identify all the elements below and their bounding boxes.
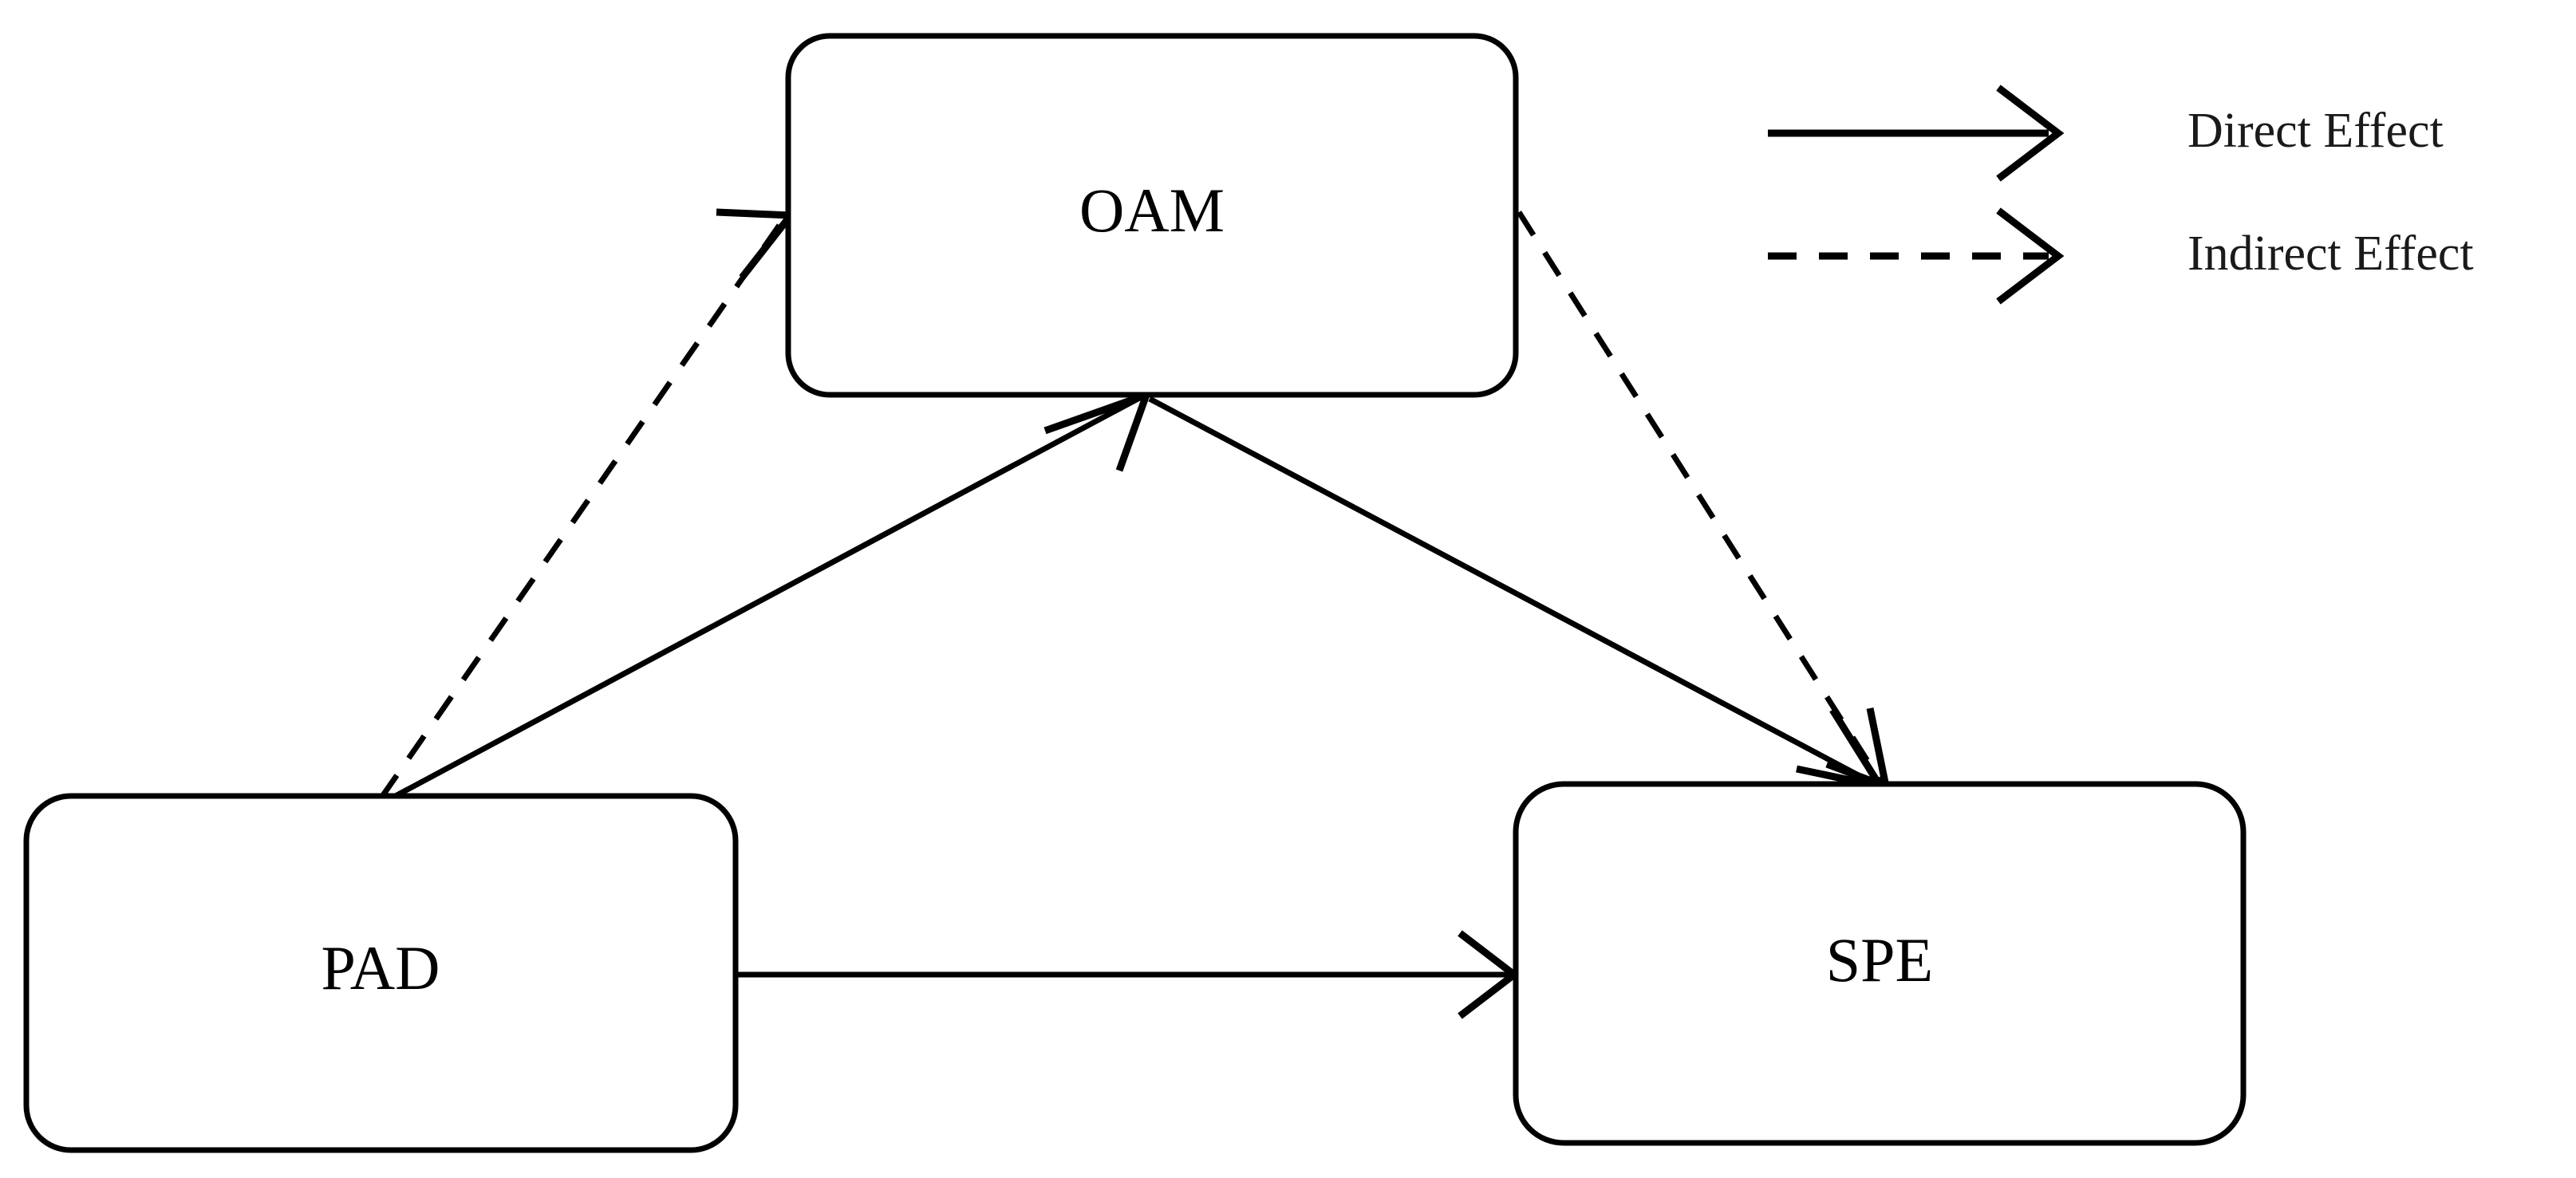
- solid-arrow-icon: [1768, 85, 2065, 182]
- node-oam-box[interactable]: [785, 33, 1519, 398]
- node-spe[interactable]: SPE: [1513, 781, 2247, 1146]
- arrowhead-pad-oam-direct: [1043, 388, 1153, 472]
- legend-solid-arrowhead: [1996, 85, 2065, 182]
- edge-oam-to-spe-indirect: [1517, 211, 1892, 793]
- node-pad-box[interactable]: [23, 793, 739, 1153]
- legend-item-direct-effect: Direct Effect: [1768, 85, 2444, 182]
- node-spe-box[interactable]: [1513, 781, 2247, 1146]
- node-pad-label: PAD: [322, 933, 440, 1003]
- legend-dashed-arrowhead: [1996, 207, 2065, 305]
- edge-line-oam-spe-direct: [1148, 396, 1878, 788]
- legend-label-indirect-effect: Indirect Effect: [2187, 227, 2474, 281]
- edge-pad-to-oam-indirect: [379, 208, 798, 799]
- edge-pad-to-spe-direct: [736, 930, 1521, 1019]
- edge-pad-to-oam-direct: [391, 388, 1153, 801]
- legend: Direct Effect Indirect Effect: [1768, 85, 2474, 305]
- legend-item-indirect-effect: Indirect Effect: [1768, 207, 2474, 305]
- node-pad[interactable]: PAD: [23, 793, 739, 1153]
- node-oam-label: OAM: [1079, 175, 1225, 245]
- edge-oam-to-spe-direct: [1148, 396, 1888, 792]
- edge-line-pad-oam-direct: [391, 393, 1144, 801]
- edge-line-oam-spe-indirect: [1517, 211, 1885, 786]
- legend-label-direct-effect: Direct Effect: [2187, 104, 2444, 158]
- node-oam[interactable]: OAM: [785, 33, 1519, 398]
- dashed-arrow-icon: [1768, 207, 2065, 305]
- node-spe-label: SPE: [1826, 925, 1933, 995]
- edge-line-pad-oam-indirect: [379, 215, 787, 799]
- arrowhead-pad-oam-indirect: [716, 208, 798, 280]
